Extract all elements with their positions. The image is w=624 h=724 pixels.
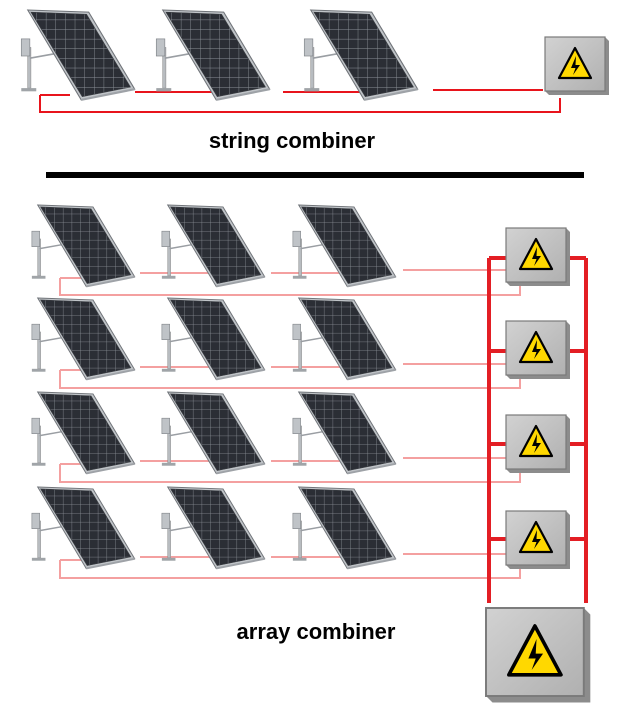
high-voltage-warning-icon	[485, 607, 591, 703]
string-combiner-section: string combiner	[20, 9, 609, 153]
string-wire	[59, 278, 521, 296]
solar-panel-icon	[161, 297, 266, 381]
high-voltage-warning-icon	[505, 414, 570, 473]
solar-panel-icon	[161, 486, 266, 570]
high-voltage-warning-icon	[505, 510, 570, 569]
array-combiner-label: array combiner	[237, 619, 396, 644]
solar-panel-icon	[161, 204, 266, 288]
array-bus	[487, 256, 588, 603]
solar-panel-icon	[31, 204, 136, 288]
string-wire	[39, 95, 561, 113]
solar-panel-icon	[303, 9, 419, 101]
solar-panel-icon	[31, 486, 136, 570]
string-wire	[59, 370, 521, 389]
solar-panel-icon	[292, 391, 397, 475]
solar-panel-icon	[161, 391, 266, 475]
array-combiner-section: array combiner	[31, 204, 591, 703]
high-voltage-warning-icon	[505, 227, 570, 286]
solar-panel-icon	[292, 204, 397, 288]
string-combiner-label: string combiner	[209, 128, 376, 153]
high-voltage-warning-icon	[505, 320, 570, 379]
string-wire	[59, 464, 521, 483]
solar-panel-icon	[31, 297, 136, 381]
string-wire	[59, 560, 521, 579]
section-divider	[46, 172, 584, 178]
solar-panel-icon	[292, 486, 397, 570]
solar-panel-icon	[155, 9, 271, 101]
solar-panel-icon	[20, 9, 136, 101]
solar-panel-icon	[31, 391, 136, 475]
solar-panel-icon	[292, 297, 397, 381]
high-voltage-warning-icon	[544, 36, 609, 95]
string-row-4	[59, 553, 521, 579]
